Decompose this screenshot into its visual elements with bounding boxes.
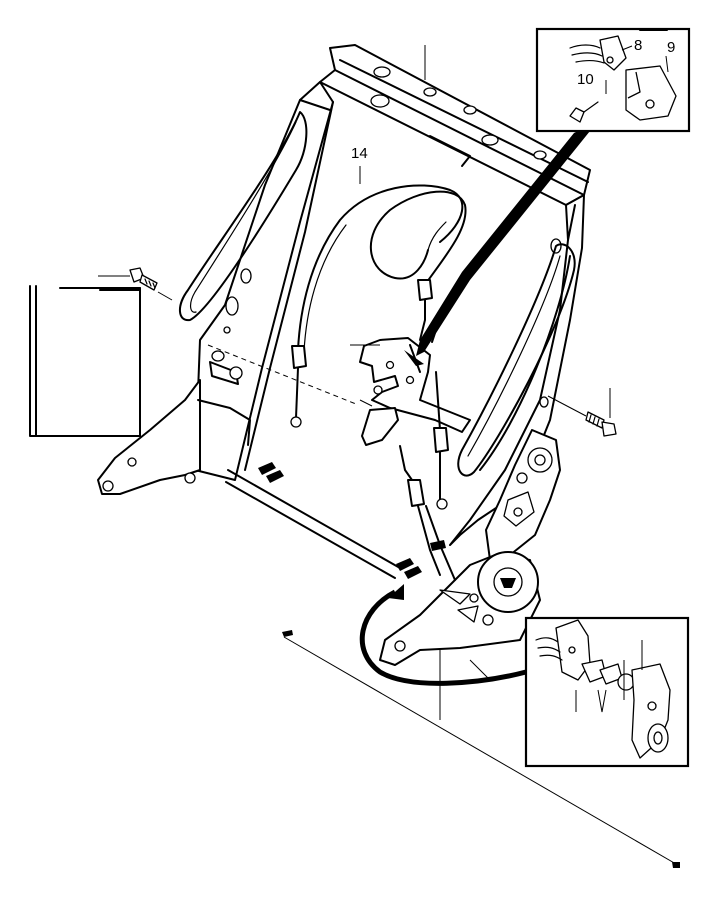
callout-8: 8 [634, 37, 642, 54]
callout-10: 10 [577, 71, 594, 88]
detail-arrow-lower [359, 584, 527, 686]
bottom-leader-line [282, 630, 680, 868]
callout-14: 14 [351, 145, 368, 162]
detail-inset-top [404, 27, 691, 366]
detail-inset-bottom [524, 616, 690, 768]
assembly-dashed-lines [207, 45, 426, 407]
recliner-mechanism [379, 429, 561, 666]
right-bolt [547, 388, 617, 437]
left-detail-box [29, 285, 141, 437]
left-bolt [98, 267, 173, 301]
callout-9: 9 [667, 39, 675, 56]
right-spring-loop [457, 243, 576, 477]
release-lever-bracket [359, 337, 471, 446]
left-spring-loop [179, 111, 308, 322]
cable-assembly [290, 184, 467, 581]
